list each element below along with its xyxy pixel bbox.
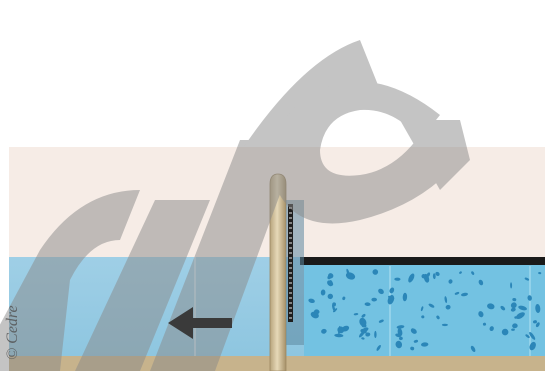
emulsion-droplet xyxy=(365,332,371,337)
emulsion-droplet xyxy=(514,316,518,319)
emulsion-droplet xyxy=(308,298,315,304)
emulsion-droplet xyxy=(408,273,415,283)
emulsion-droplet xyxy=(334,333,344,338)
emulsion-droplet xyxy=(487,303,495,310)
emulsion-droplet xyxy=(435,271,440,276)
emulsion-droplet xyxy=(441,323,448,327)
emulsion-droplet xyxy=(353,313,359,316)
emulsion-droplet xyxy=(421,315,425,319)
emulsion-droplet xyxy=(399,336,403,341)
emulsion-droplet xyxy=(444,296,448,304)
emulsion-droplet xyxy=(501,328,509,336)
emulsion-droplet xyxy=(510,307,516,312)
emulsion-droplet xyxy=(358,331,365,338)
emulsion-droplet xyxy=(327,275,331,280)
emulsion-droplet xyxy=(361,313,366,318)
emulsion-droplet xyxy=(378,319,384,323)
emulsion-droplet xyxy=(515,312,525,320)
emulsion-droplet xyxy=(332,304,336,313)
emulsion-droplet xyxy=(510,282,513,289)
emulsion-droplet xyxy=(535,322,540,328)
emulsion-droplet xyxy=(396,325,405,329)
emulsion-droplet xyxy=(533,320,537,324)
emulsion-droplet xyxy=(364,302,371,307)
emulsion-droplet xyxy=(529,331,536,340)
emulsion-droplet xyxy=(535,304,541,313)
emulsion-droplets xyxy=(308,268,542,352)
emulsion-droplet xyxy=(394,277,401,281)
emulsion-droplet xyxy=(478,311,484,318)
emulsion-droplet xyxy=(525,334,530,339)
emulsion-droplet xyxy=(361,337,365,340)
emulsion-droplet xyxy=(459,271,462,274)
emulsion-droplet xyxy=(321,328,327,334)
emulsion-droplet xyxy=(376,344,381,351)
emulsion-droplet xyxy=(524,277,530,281)
emulsion-droplet xyxy=(436,315,440,320)
emulsion-droplet xyxy=(432,273,436,280)
emulsion-droplet xyxy=(511,328,515,331)
emulsion-droplet xyxy=(512,297,517,302)
emulsion-droplet xyxy=(359,317,367,327)
emulsion-droplet xyxy=(389,287,395,294)
emulsion-droplet xyxy=(510,302,517,309)
emulsion-droplet xyxy=(337,326,345,334)
emulsion-droplet xyxy=(538,271,542,275)
emulsion-droplet xyxy=(470,345,476,352)
emulsion-droplet xyxy=(327,293,334,300)
emulsion-droplet xyxy=(518,305,527,311)
emulsion-droplet xyxy=(512,323,518,329)
oil-slick-layer xyxy=(300,257,545,265)
emulsion-droplet xyxy=(461,292,468,297)
emulsion-droplet xyxy=(420,306,424,312)
emulsion-droplet xyxy=(361,327,369,333)
emulsion-droplet xyxy=(454,291,460,295)
emulsion-droplet xyxy=(372,269,379,275)
emulsion-droplet xyxy=(395,333,402,338)
measurement-probe xyxy=(269,173,304,371)
emulsion-droplet xyxy=(527,295,532,301)
emulsion-droplet xyxy=(478,279,484,286)
emulsion-droplet xyxy=(471,271,475,275)
emulsion-droplet xyxy=(410,346,415,351)
emulsion-droplet xyxy=(445,304,451,310)
emulsion-droplet xyxy=(426,272,431,278)
emulsion-droplet xyxy=(421,274,426,279)
emulsion-droplet xyxy=(371,297,377,302)
emulsion-droplet xyxy=(500,305,506,311)
emulsion-droplet xyxy=(387,295,395,305)
emulsion-droplet xyxy=(482,322,487,326)
emulsion-droplet xyxy=(342,296,346,301)
emulsion-droplet xyxy=(374,330,377,339)
emulsion-droplet xyxy=(410,328,417,334)
emulsion-droplet xyxy=(529,341,536,351)
emulsion-droplet xyxy=(428,303,435,308)
emulsion-droplet xyxy=(313,309,320,315)
emulsion-droplet xyxy=(378,288,384,295)
emulsion-droplet xyxy=(489,326,494,332)
left-arrow-icon xyxy=(168,307,232,339)
emulsion-droplet xyxy=(320,289,326,296)
emulsion-droplet xyxy=(395,340,403,349)
emulsion-droplet xyxy=(413,339,419,343)
emulsion-droplet xyxy=(421,342,429,347)
emulsion-droplet xyxy=(346,268,350,276)
emulsion-droplet xyxy=(402,292,408,302)
emulsion-droplet xyxy=(330,280,334,286)
sensor-ticks xyxy=(289,207,292,319)
emulsion-droplet xyxy=(448,279,453,284)
copyright-label: © Cedre xyxy=(4,305,21,360)
